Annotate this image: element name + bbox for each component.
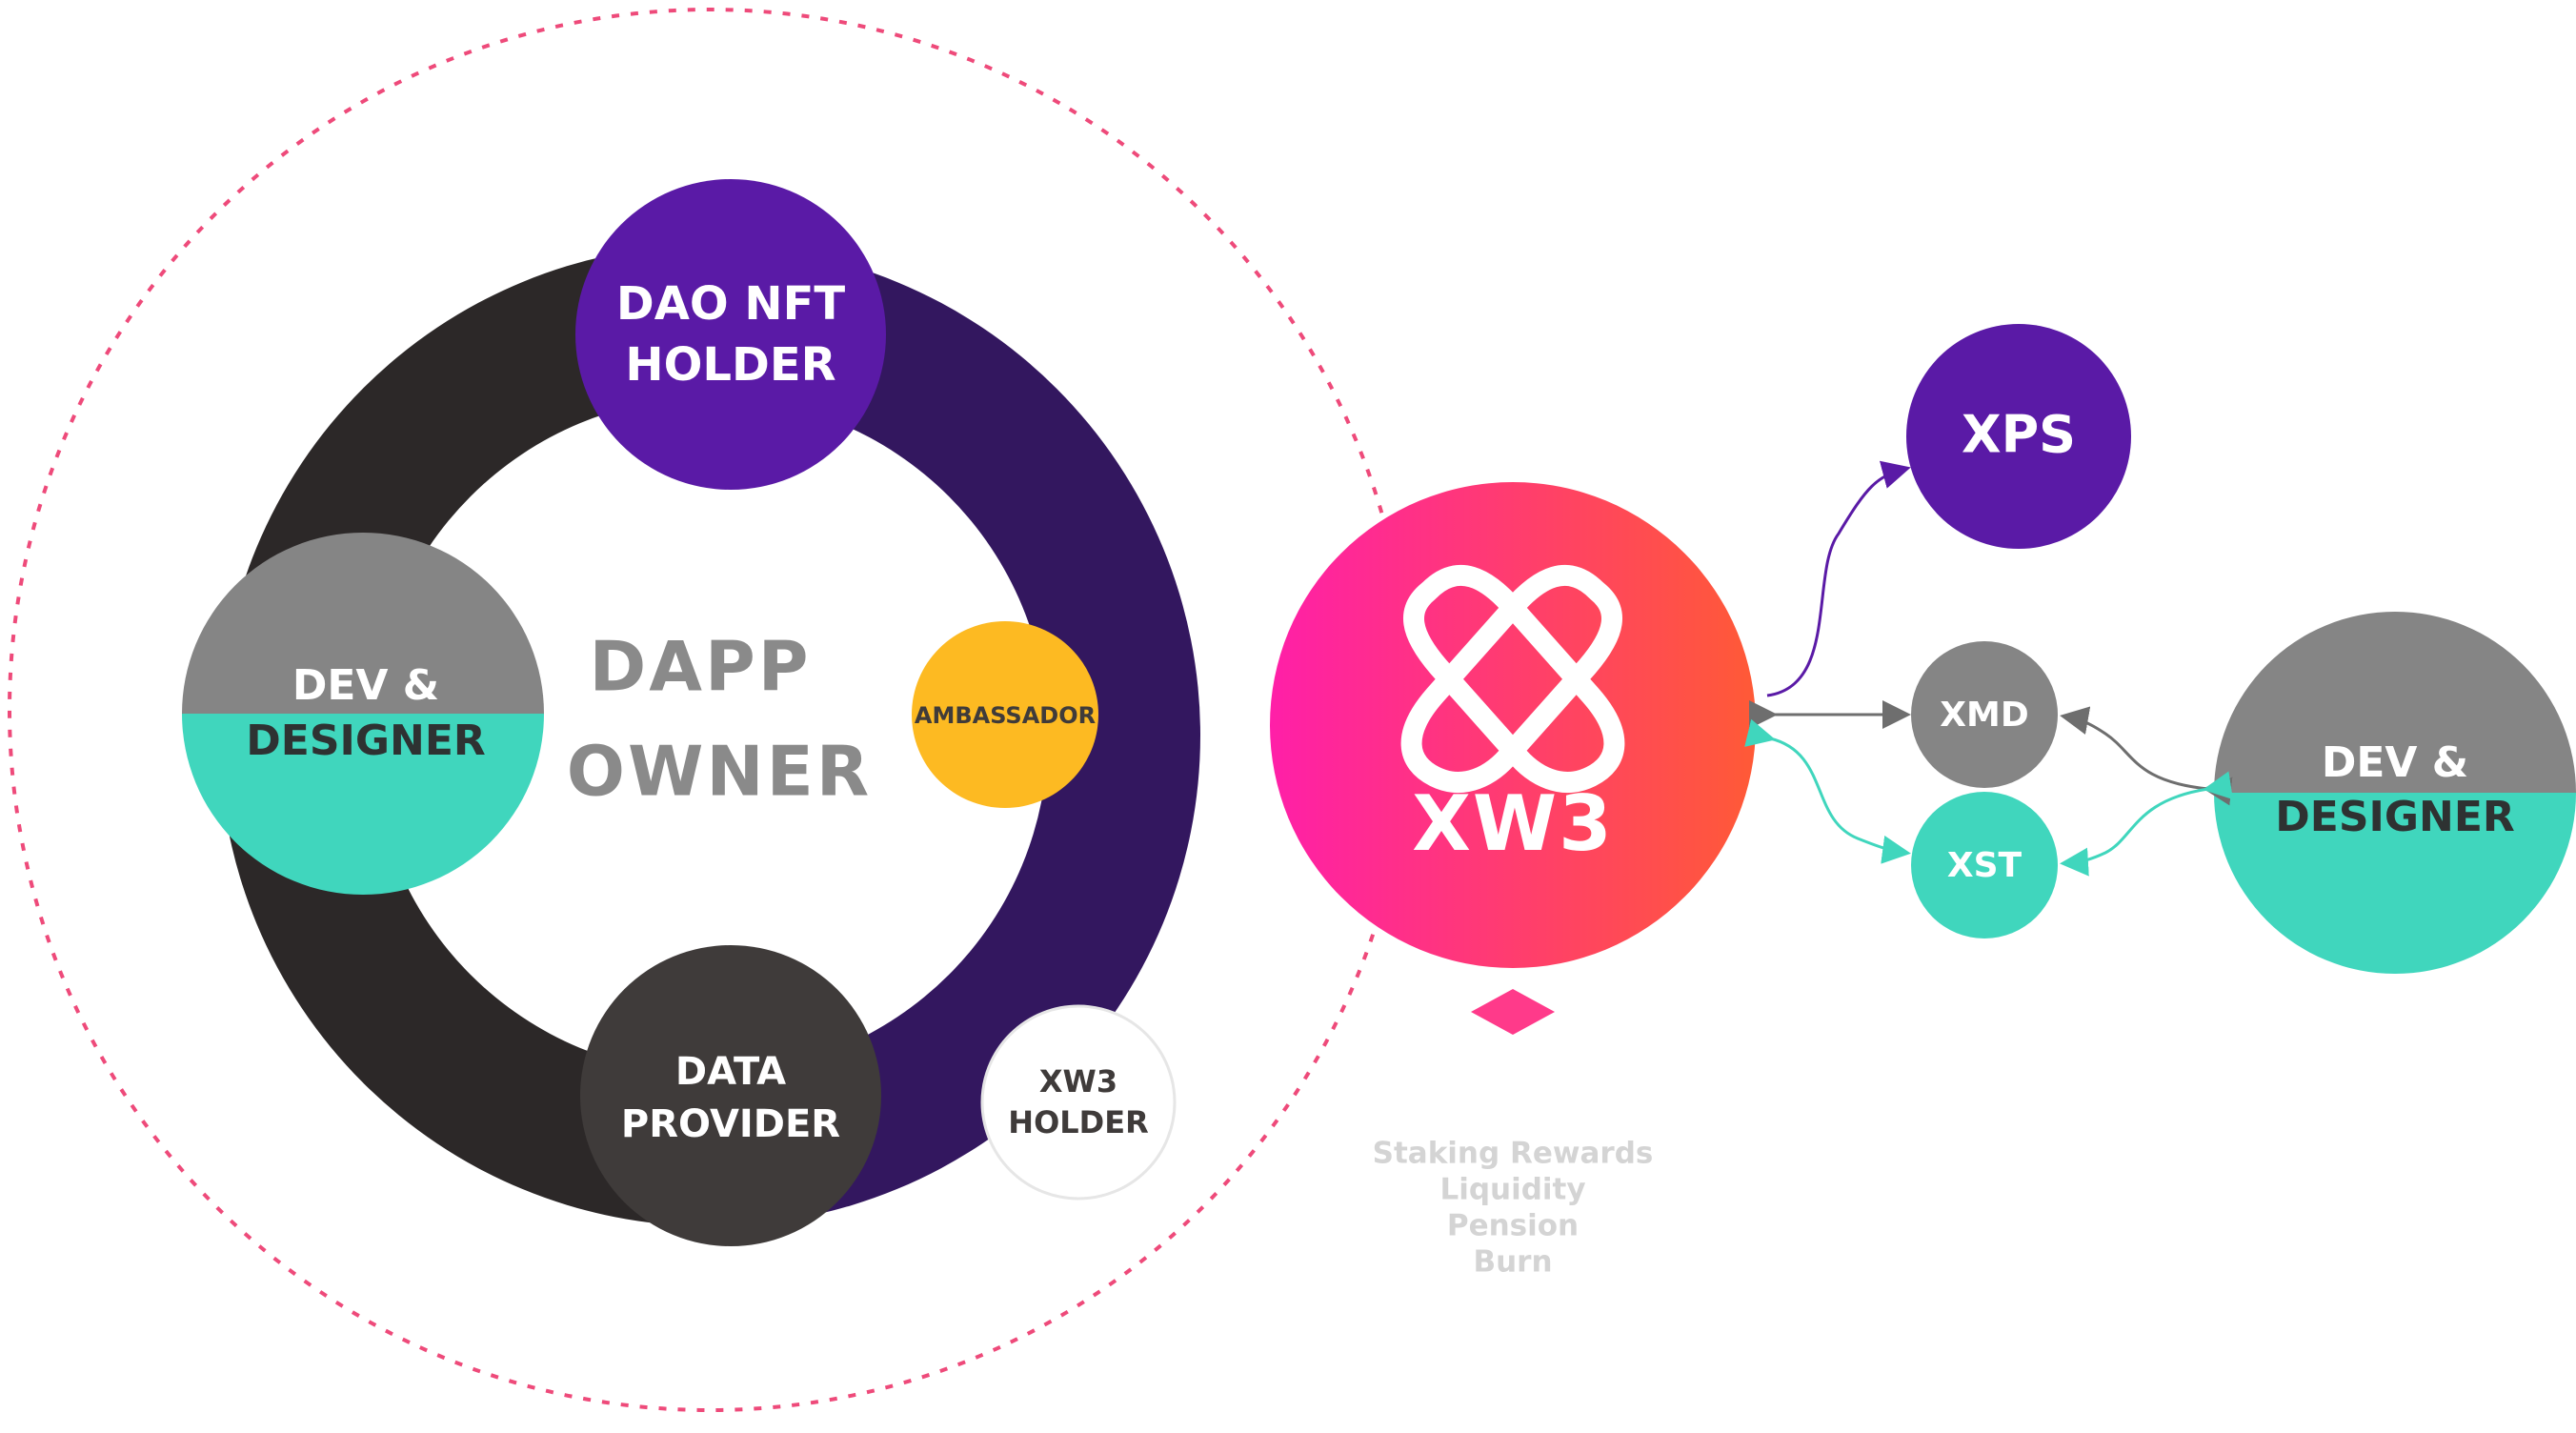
xps-node: XPS (1906, 324, 2131, 549)
token-use-item: Pension (1447, 1209, 1579, 1243)
xw3-cross-logo-icon (1400, 565, 1625, 793)
dev-designer-left-line2: DESIGNER (246, 716, 486, 765)
dao-nft-holder-line2: HOLDER (625, 338, 835, 392)
ambassador-node: AMBASSADOR (912, 621, 1098, 808)
dapp-owner-line2: OWNER (567, 732, 873, 812)
token-uses-indicator-icon (1471, 989, 1555, 1035)
dev-designer-left-node: DEV & DESIGNER (182, 533, 544, 895)
xw3-token-node: XW3 (1270, 482, 1756, 968)
xw3-holder-line2: HOLDER (1008, 1104, 1148, 1140)
xst-label: XST (1947, 846, 2023, 885)
data-provider-line1: DATA (675, 1050, 786, 1094)
data-provider-line2: PROVIDER (621, 1102, 840, 1146)
token-use-item: Staking Rewards (1373, 1137, 1654, 1171)
xmd-node: XMD (1911, 641, 2058, 788)
dev-xmd-arrow (2060, 706, 2233, 806)
dapp-owner-line1: DAPP (589, 627, 811, 707)
data-provider-node: DATA PROVIDER (580, 945, 881, 1246)
xmd-label: XMD (1940, 696, 2028, 735)
xw3-holder-line1: XW3 (1039, 1063, 1117, 1100)
token-use-item: Liquidity (1439, 1173, 1585, 1207)
xst-node: XST (1911, 792, 2058, 939)
dao-nft-holder-node: DAO NFT HOLDER (575, 179, 886, 490)
dev-designer-right-line2: DESIGNER (2275, 793, 2515, 841)
token-use-item: Burn (1473, 1245, 1552, 1280)
dev-designer-right-node: DEV & DESIGNER (2214, 612, 2576, 974)
xw3-to-xps-arrow (1766, 460, 1911, 697)
xw3-token-name: XW3 (1412, 779, 1614, 868)
dev-designer-right-line1: DEV & (2322, 738, 2468, 787)
ambassador-label: AMBASSADOR (915, 702, 1096, 729)
xw3-xst-arrow (1744, 718, 1911, 864)
ecosystem-ring-inner (372, 397, 1048, 1074)
xps-label: XPS (1962, 405, 2076, 465)
dao-nft-holder-line1: DAO NFT (616, 277, 845, 331)
dev-xst-arrow (2060, 771, 2234, 877)
xw3-holder-node: XW3 HOLDER (980, 1004, 1177, 1201)
dev-designer-left-line1: DEV & (292, 661, 439, 710)
